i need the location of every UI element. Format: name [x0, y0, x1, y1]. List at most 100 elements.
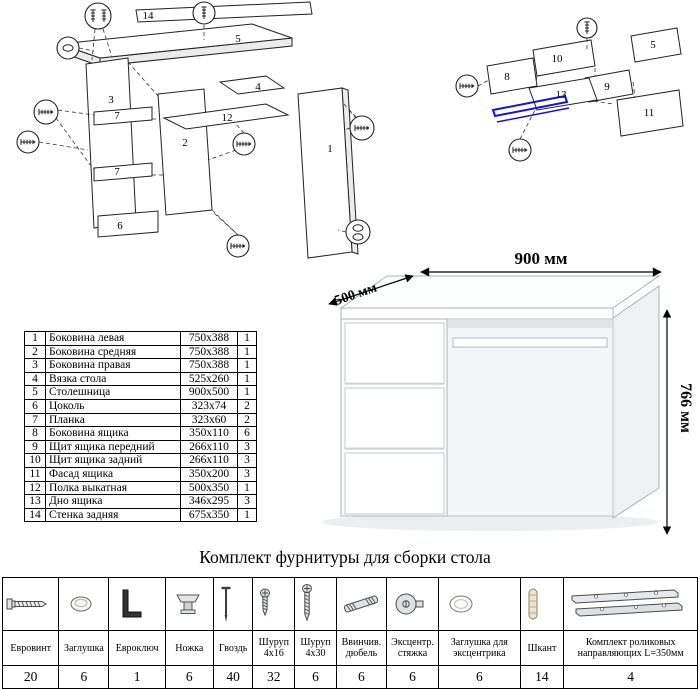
- hardware-name: Ввинчив. дюбель: [335, 630, 387, 666]
- drawer-label-9: 9: [604, 81, 610, 93]
- part-desktop: [59, 23, 293, 59]
- part-size: 750x388: [180, 344, 238, 360]
- hardware-name: Заглушка: [58, 630, 110, 666]
- nail-icon: [221, 586, 231, 622]
- part-name: Щит ящика передний: [45, 439, 181, 455]
- part-number: 11: [24, 466, 46, 482]
- part-number: 1: [24, 331, 46, 346]
- leg-icon: [175, 594, 200, 614]
- part-size: 525x260: [180, 371, 238, 387]
- part-number: 3: [24, 358, 46, 373]
- part-number: 7: [24, 412, 46, 428]
- drawer-label-13: 13: [556, 89, 568, 101]
- wood-dowel-icon: [528, 588, 538, 620]
- part-number: 8: [24, 426, 46, 441]
- hardware-icon-cell: [164, 577, 214, 631]
- hardware-name-row: Евровинт Заглушка Евроключ Ножка Гвоздь …: [1, 630, 698, 666]
- hardware-qty: 1: [108, 665, 166, 689]
- roller-guides-icon: [571, 589, 683, 617]
- part-size: 675x350: [180, 507, 238, 523]
- part-side-middle: [157, 88, 213, 216]
- part-qty: 2: [237, 398, 257, 414]
- dim-width-label: 900 мм: [515, 249, 568, 268]
- dim-depth-line: [328, 274, 414, 306]
- hardware-icon-cell: [385, 577, 440, 631]
- part-name: Вязка стола: [45, 371, 181, 387]
- part-size: 266x110: [180, 439, 238, 455]
- hardware-qty: 6: [294, 665, 337, 689]
- callout-circle: [345, 219, 371, 245]
- hardware-name: Шуруп 4x30: [294, 630, 337, 666]
- drawer-front-3: [344, 452, 445, 515]
- hardware-qty: 20: [1, 665, 60, 689]
- cap-icon: [70, 596, 92, 612]
- hardware-name: Заглушка для эксцентрика: [438, 630, 521, 666]
- hardware-name: Евроключ: [108, 630, 166, 666]
- hardware-qty: 32: [252, 665, 296, 689]
- hardware-qty: 6: [438, 665, 521, 689]
- hardware-name: Ножка: [164, 630, 214, 666]
- part-side-left: [297, 87, 353, 259]
- hardware-kit-title: Комплект фурнитуры для сборки стола: [199, 547, 491, 567]
- part-size: 750x388: [180, 331, 238, 346]
- hardware-icon-cell: [108, 577, 166, 631]
- part-number: 4: [24, 371, 46, 387]
- part-name: Боковина средняя: [45, 344, 181, 360]
- part-plank-lower: [93, 162, 153, 182]
- hardware-icon-row: [1, 577, 698, 631]
- hardware-icon-cell: [294, 577, 337, 631]
- drawer-facade: [616, 89, 684, 137]
- part-label-2: 2: [182, 137, 188, 149]
- part-size: 350x200: [180, 466, 238, 482]
- floor-shadow: [322, 513, 658, 531]
- part-label-1: 1: [327, 143, 333, 155]
- desk-top-front-edge: [340, 307, 614, 320]
- part-size: 900x500: [180, 385, 238, 400]
- part-pullout-shelf: [162, 103, 290, 130]
- callout-circle: [84, 2, 112, 30]
- callout-circle: [56, 36, 80, 60]
- hardware-name: Евровинт: [1, 630, 60, 666]
- part-number: 10: [24, 453, 46, 468]
- desk-top: [339, 275, 661, 309]
- keyboard-tray: [452, 337, 608, 348]
- part-label-12: 12: [222, 112, 233, 124]
- part-qty: 1: [237, 480, 257, 496]
- part-qty: 6: [237, 426, 257, 441]
- drawer-side: [486, 57, 538, 95]
- part-name: Планка: [45, 412, 181, 428]
- roller-rail-highlight: [491, 94, 569, 118]
- hardware-icon-cell: [252, 577, 296, 631]
- hardware-kit-table: Евровинт Заглушка Евроключ Ножка Гвоздь …: [1, 577, 698, 689]
- hardware-icon-cell: [1, 577, 60, 631]
- part-plinth: [97, 210, 159, 238]
- drawer-front-2: [344, 387, 445, 450]
- hardware-qty: 6: [58, 665, 110, 689]
- part-qty: 1: [237, 331, 257, 346]
- part-name: Боковина левая: [45, 331, 181, 346]
- part-qty: 2: [237, 412, 257, 428]
- threaded-dowel-icon: [343, 595, 378, 613]
- drawer-back-shield: [532, 39, 596, 77]
- hardware-name: Шуруп 4x16: [252, 630, 296, 666]
- part-number: 14: [24, 507, 46, 523]
- hardware-icon-cell: [519, 577, 565, 631]
- drawer-label-11: 11: [644, 107, 655, 119]
- hardware-name: Комплект роликовых направляющих L=350мм: [563, 630, 698, 666]
- hardware-qty: 14: [519, 665, 565, 689]
- part-qty: 1: [237, 358, 257, 373]
- cam-lock-icon: [395, 593, 424, 615]
- part-size: 323x60: [180, 412, 238, 428]
- desk-3d-view: 900 мм 500 мм 766 мм: [322, 249, 694, 535]
- part-label-3: 3: [108, 94, 114, 106]
- part-name: Полка выкатная: [45, 480, 181, 496]
- part-name: Столешница: [45, 385, 181, 400]
- part-plank-upper: [93, 106, 153, 126]
